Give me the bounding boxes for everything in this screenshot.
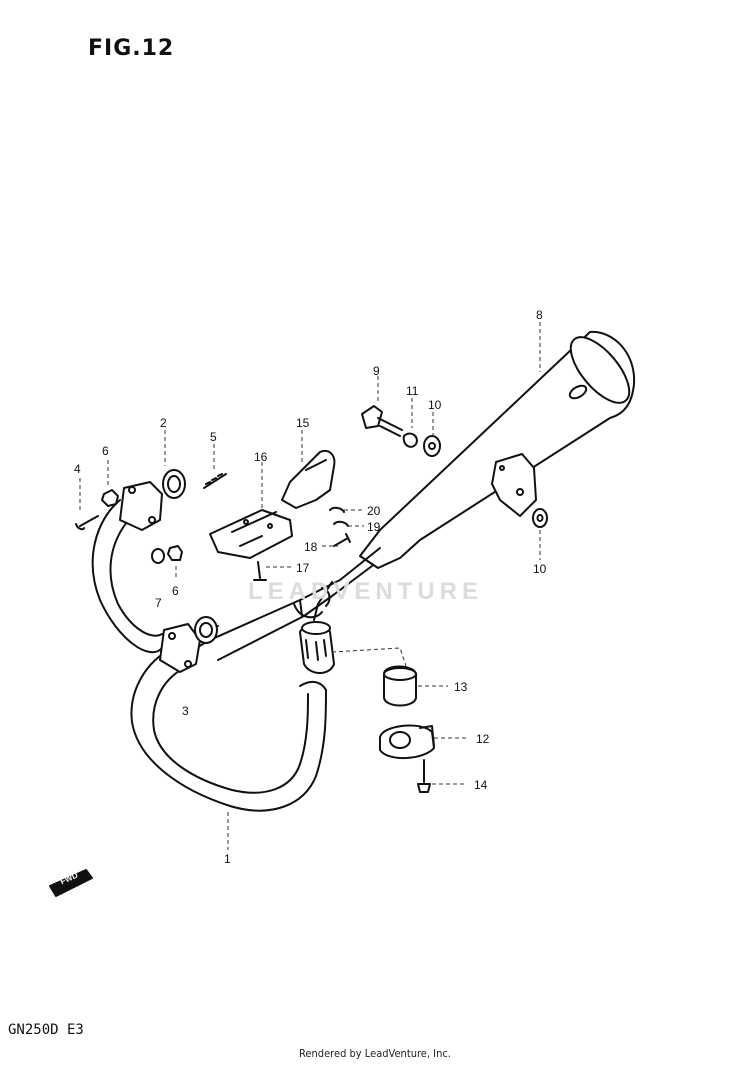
clamp-12 <box>379 724 435 760</box>
callout-1: 1 <box>224 852 231 866</box>
callout-19: 19 <box>367 520 381 534</box>
washer-11 <box>402 432 418 448</box>
callout-4: 4 <box>74 462 81 476</box>
collector-joint <box>299 621 335 674</box>
callout-14: 14 <box>474 778 488 792</box>
callout-11: 11 <box>406 384 419 398</box>
callout-15: 15 <box>296 416 310 430</box>
callout-5: 5 <box>210 430 217 444</box>
bolt-17 <box>253 561 267 581</box>
clip-20 <box>329 506 345 513</box>
callout-13: 13 <box>454 680 468 694</box>
footer-credit: Rendered by LeadVenture, Inc. <box>299 1047 451 1060</box>
callout-2: 2 <box>160 416 167 430</box>
callout-10-lower: 10 <box>533 562 547 576</box>
connector-13 <box>383 665 417 707</box>
callout-20: 20 <box>367 504 381 518</box>
exhaust-pipe <box>91 499 327 812</box>
callout-9: 9 <box>373 364 380 378</box>
leader-13-joint <box>331 647 407 667</box>
callout-8: 8 <box>536 308 543 322</box>
flange-lower <box>159 623 201 673</box>
callout-3: 3 <box>182 704 189 718</box>
nut-6-upper <box>101 489 119 507</box>
flange-upper <box>119 481 163 531</box>
bolt-9 <box>361 405 403 437</box>
callout-12: 12 <box>476 732 490 746</box>
callout-6-lower: 6 <box>172 584 179 598</box>
washer-7 <box>151 548 165 564</box>
callout-10-upper: 10 <box>428 398 442 412</box>
bracket-16 <box>209 509 293 559</box>
stud-bolt <box>203 473 227 489</box>
muffler <box>359 330 636 569</box>
bolt-14 <box>417 759 431 793</box>
clip-19 <box>333 520 349 527</box>
callout-6-upper: 6 <box>102 444 109 458</box>
washer-10-lower <box>532 508 548 528</box>
cover-15 <box>281 450 336 509</box>
bolt-4 <box>75 515 99 531</box>
watermark: LEADVENTURE <box>248 578 484 605</box>
gasket-lower <box>194 616 218 644</box>
gasket-upper <box>162 469 186 499</box>
callout-7: 7 <box>155 596 162 610</box>
figure-title: FIG.12 <box>88 36 175 61</box>
fwd-arrow <box>49 869 93 897</box>
callout-18: 18 <box>304 540 318 554</box>
nut-6-lower <box>167 545 183 561</box>
model-code: GN250D E3 <box>8 1022 84 1038</box>
washer-10-upper <box>423 435 441 457</box>
callout-17: 17 <box>296 561 310 575</box>
bolt-18 <box>333 533 351 547</box>
callout-16: 16 <box>254 450 268 464</box>
